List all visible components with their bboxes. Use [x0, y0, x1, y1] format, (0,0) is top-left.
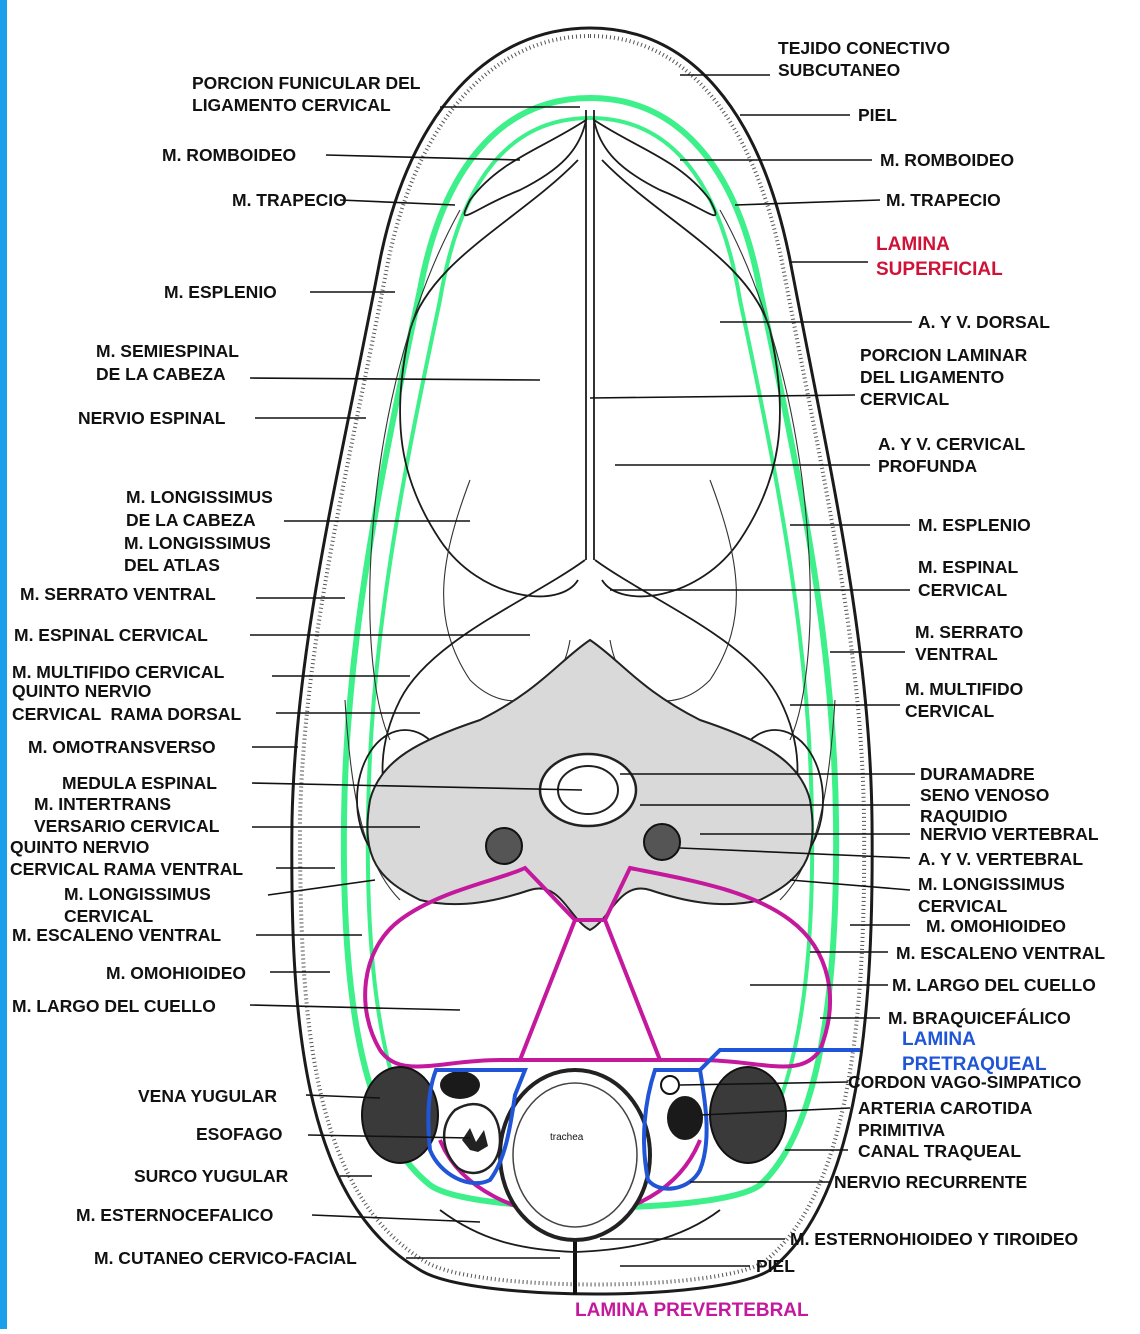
label-nervio-espinal: NERVIO ESPINAL [78, 408, 226, 428]
label-porcion-laminar-1: PORCION LAMINAR [860, 345, 1028, 365]
label-longissimus-atlas-1: M. LONGISSIMUS [124, 533, 271, 553]
label-surco-yugular: SURCO YUGULAR [134, 1166, 289, 1186]
label-porcion-laminar-2: DEL LIGAMENTO [860, 367, 1004, 387]
label-lamina-pretraqueal-1: LAMINA [902, 1029, 976, 1050]
vertebral-artery-left [486, 828, 522, 864]
trachea-text: trachea [550, 1132, 584, 1143]
label-longissimus-cervical-left-2: CERVICAL [64, 906, 153, 926]
label-longissimus-cabeza-2: DE LA CABEZA [126, 510, 256, 530]
label-semiespinal-2: DE LA CABEZA [96, 364, 226, 384]
label-intertrans-2: VERSARIO CERVICAL [34, 816, 220, 836]
label-porcion-funicular-1: PORCION FUNICULAR DEL [192, 73, 421, 93]
label-esplenio-right: M. ESPLENIO [918, 515, 1031, 535]
label-longissimus-atlas-2: DEL ATLAS [124, 555, 220, 575]
label-longissimus-cervical-right-1: M. LONGISSIMUS [918, 874, 1065, 894]
carotid-right [667, 1096, 703, 1140]
label-longissimus-cervical-right-2: CERVICAL [918, 896, 1007, 916]
label-duramadre: DURAMADRE [920, 764, 1035, 784]
label-porcion-laminar-3: CERVICAL [860, 389, 949, 409]
label-omohioideo-right: M. OMOHIOIDEO [926, 916, 1066, 936]
label-serrato-left: M. SERRATO VENTRAL [20, 584, 216, 604]
label-canal-traqueal: CANAL TRAQUEAL [858, 1141, 1021, 1161]
label-cutaneo: M. CUTANEO CERVICO-FACIAL [94, 1248, 357, 1268]
label-medula: MEDULA ESPINAL [62, 773, 217, 793]
left-accent-strip [0, 0, 7, 1329]
label-multifido-right-1: M. MULTIFIDO [905, 679, 1023, 699]
label-espinal-cervical-right-2: CERVICAL [918, 580, 1007, 600]
vagosympathetic-right [661, 1076, 679, 1094]
label-omohioideo-left: M. OMOHIOIDEO [106, 963, 246, 983]
label-largo-cuello-right: M. LARGO DEL CUELLO [892, 975, 1096, 995]
jugular-vein-right [710, 1067, 786, 1163]
label-quinto-ventral-1: QUINTO NERVIO [10, 837, 149, 857]
label-piel-bottom: PIEL [756, 1256, 795, 1276]
label-omotransverso: M. OMOTRANSVERSO [28, 737, 216, 757]
trachea-ring [500, 1070, 650, 1240]
label-av-vertebral: A. Y V. VERTEBRAL [918, 849, 1083, 869]
label-escaleno-right: M. ESCALENO VENTRAL [896, 943, 1105, 963]
label-av-cervical-1: A. Y V. CERVICAL [878, 434, 1025, 454]
label-braquicefalico: M. BRAQUICEFÁLICO [888, 1007, 1071, 1028]
label-piel-top: PIEL [858, 105, 897, 125]
label-arteria-carotida-1: ARTERIA CAROTIDA [858, 1098, 1033, 1118]
label-serrato-right-2: VENTRAL [915, 644, 998, 664]
label-quinto-dorsal-1: QUINTO NERVIO [12, 681, 151, 701]
label-tejido-1: TEJIDO CONECTIVO [778, 38, 950, 58]
label-esternohioideo: M. ESTERNOHIOIDEO Y TIROIDEO [790, 1229, 1078, 1249]
label-lamina-superficial-2: SUPERFICIAL [876, 259, 1003, 280]
vertebral-artery-right [644, 824, 680, 860]
label-porcion-funicular-2: LIGAMENTO CERVICAL [192, 95, 391, 115]
label-seno-venoso-1: SENO VENOSO [920, 785, 1049, 805]
label-romboideo-right: M. ROMBOIDEO [880, 150, 1014, 170]
label-serrato-right-1: M. SERRATO [915, 622, 1023, 642]
label-arteria-carotida-2: PRIMITIVA [858, 1120, 946, 1140]
label-cordon-vago: CORDON VAGO-SIMPATICO [848, 1072, 1081, 1092]
carotid-left [440, 1071, 480, 1099]
label-quinto-ventral-2: CERVICAL RAMA VENTRAL [10, 859, 243, 879]
label-vena-yugular: VENA YUGULAR [138, 1086, 277, 1106]
label-av-dorsal: A. Y V. DORSAL [918, 312, 1050, 332]
label-romboideo-left: M. ROMBOIDEO [162, 145, 296, 165]
label-av-cervical-2: PROFUNDA [878, 456, 978, 476]
label-escaleno-left: M. ESCALENO VENTRAL [12, 925, 221, 945]
label-nervio-vertebral: NERVIO VERTEBRAL [920, 824, 1099, 844]
label-lamina-prevertebral: LAMINA PREVERTEBRAL [575, 1300, 809, 1321]
label-multifido-left: M. MULTIFIDO CERVICAL [12, 662, 225, 682]
label-lamina-superficial-1: LAMINA [876, 234, 950, 255]
label-tejido-2: SUBCUTANEO [778, 60, 900, 80]
label-longissimus-cervical-left-1: M. LONGISSIMUS [64, 884, 211, 904]
label-longissimus-cabeza-1: M. LONGISSIMUS [126, 487, 273, 507]
label-espinal-cervical-left: M. ESPINAL CERVICAL [14, 625, 208, 645]
label-trapecio-right: M. TRAPECIO [886, 190, 1001, 210]
label-seno-venoso-2: RAQUIDIO [920, 806, 1008, 826]
label-espinal-cervical-right-1: M. ESPINAL [918, 557, 1018, 577]
label-semiespinal-1: M. SEMIESPINAL [96, 341, 239, 361]
label-trapecio-left: M. TRAPECIO [232, 190, 347, 210]
label-largo-cuello-left: M. LARGO DEL CUELLO [12, 996, 216, 1016]
label-esplenio-left: M. ESPLENIO [164, 282, 277, 302]
label-esofago: ESOFAGO [196, 1124, 283, 1144]
label-esternocefalico: M. ESTERNOCEFALICO [76, 1205, 273, 1225]
label-multifido-right-2: CERVICAL [905, 701, 994, 721]
label-intertrans-1: M. INTERTRANS [34, 794, 171, 814]
label-quinto-dorsal-2: CERVICAL RAMA DORSAL [12, 704, 241, 724]
label-nervio-recurrente: NERVIO RECURRENTE [834, 1172, 1027, 1192]
